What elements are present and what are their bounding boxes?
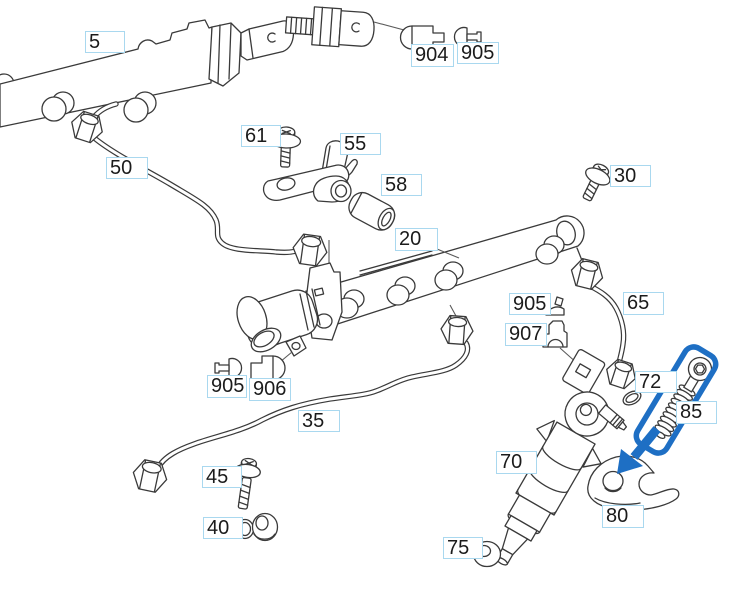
part-label-70[interactable]: 70 [496,451,537,474]
leader-label-20 [436,248,460,259]
part-label-55[interactable]: 55 [340,133,381,155]
part-label-72[interactable]: 72 [635,371,677,393]
pressure-valve-drawing [236,288,321,368]
part-label-50[interactable]: 50 [106,157,148,179]
pipe-65-drawing [570,257,636,390]
part-label-58[interactable]: 58 [381,174,422,196]
part-label-906[interactable]: 906 [249,378,291,401]
bolt-30-drawing [582,163,611,202]
connector-906-symbol [250,355,286,381]
part-label-905-valve[interactable]: 905 [207,375,247,398]
part-label-5[interactable]: 5 [85,31,125,53]
part-label-45[interactable]: 45 [202,466,242,488]
injector-drawing [496,349,628,566]
part-label-65[interactable]: 65 [623,292,664,315]
part-label-905-injector[interactable]: 905 [509,293,551,315]
seal-ring-72-drawing [622,390,642,406]
part-label-80[interactable]: 80 [602,505,644,528]
pipe-35-drawing [132,304,474,493]
part-label-61[interactable]: 61 [241,125,281,147]
part-label-905-top[interactable]: 905 [457,42,499,64]
part-label-20[interactable]: 20 [395,228,438,251]
part-label-75[interactable]: 75 [443,537,483,559]
pipe-50-drawing [71,101,330,288]
connector-907-symbol [542,320,568,348]
fuel-rail-front-drawing [0,19,295,128]
part-label-40[interactable]: 40 [203,517,243,539]
sleeve-58-drawing [348,191,396,231]
part-label-907[interactable]: 907 [505,323,547,346]
part-label-904[interactable]: 904 [411,44,454,67]
part-label-30[interactable]: 30 [610,165,651,187]
pressure-sensor-drawing [284,6,375,48]
bracket-55-drawing [262,140,358,203]
part-label-35[interactable]: 35 [298,410,340,432]
highlight-arrow [617,426,661,474]
part-label-85[interactable]: 85 [676,401,717,424]
